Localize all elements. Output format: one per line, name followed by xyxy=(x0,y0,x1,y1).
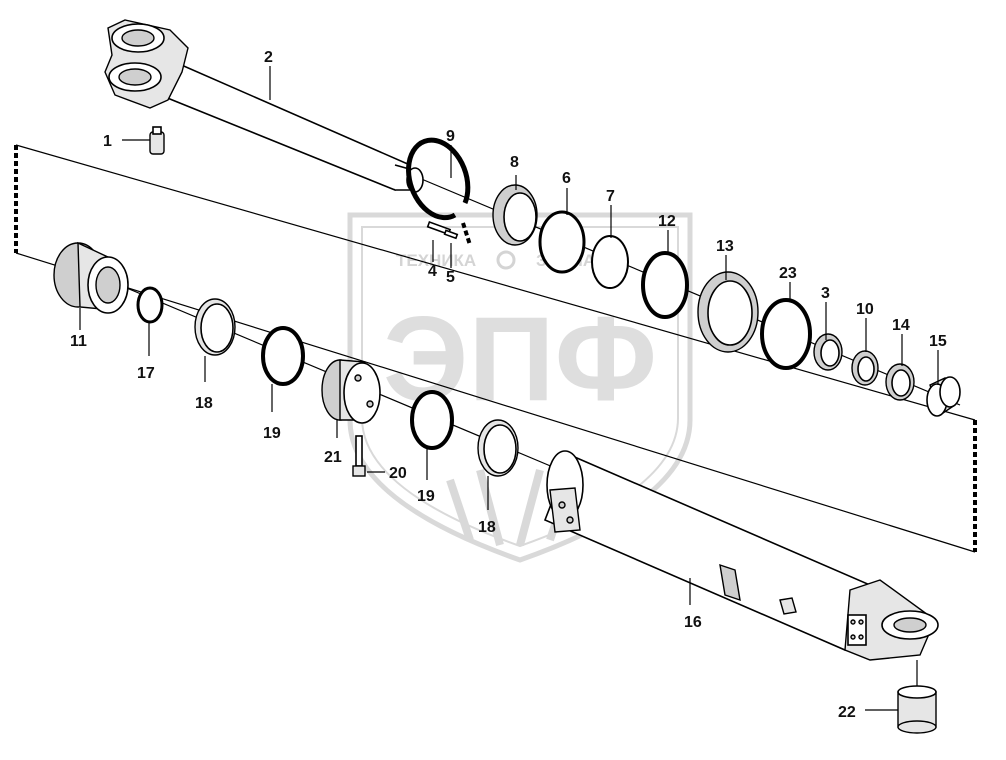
label-3: 3 xyxy=(821,285,830,302)
piston-rod xyxy=(104,19,424,193)
label-23: 23 xyxy=(779,265,797,282)
piston-21 xyxy=(321,359,381,424)
label-11: 11 xyxy=(70,333,87,350)
label-18-left: 18 xyxy=(195,395,213,412)
cylinder-tube xyxy=(543,450,939,661)
label-5: 5 xyxy=(446,269,455,286)
label-8: 8 xyxy=(510,154,519,171)
label-17: 17 xyxy=(137,365,155,382)
watermark-text-left: ТЕХНИКА xyxy=(396,251,476,270)
label-9: 9 xyxy=(446,128,455,145)
label-4: 4 xyxy=(428,263,437,280)
leader-lines xyxy=(79,66,939,711)
ring-7 xyxy=(591,235,629,289)
label-1: 1 xyxy=(103,133,112,150)
label-19-left: 19 xyxy=(263,425,281,442)
label-12: 12 xyxy=(658,213,676,230)
label-21: 21 xyxy=(324,449,342,466)
label-22: 22 xyxy=(838,704,856,721)
gland-11 xyxy=(53,241,129,314)
ring-6 xyxy=(538,210,586,274)
gear-icon xyxy=(496,250,516,270)
label-13: 13 xyxy=(716,238,734,255)
ring-14 xyxy=(885,363,915,401)
ring-19-left xyxy=(261,326,305,386)
ring-12 xyxy=(641,251,689,319)
pins xyxy=(426,220,459,240)
label-7: 7 xyxy=(606,188,615,205)
label-2: 2 xyxy=(264,49,273,66)
wiper-13 xyxy=(697,271,759,353)
label-10: 10 xyxy=(856,301,874,318)
screw-20 xyxy=(352,435,366,477)
label-6: 6 xyxy=(562,170,571,187)
label-19-right: 19 xyxy=(417,488,435,505)
ring-19-right xyxy=(410,390,454,450)
snap-ring xyxy=(406,137,471,221)
ring-3 xyxy=(813,333,843,371)
ring-18-right xyxy=(477,419,519,477)
label-18-right: 18 xyxy=(478,519,496,536)
bushing-15 xyxy=(926,376,961,417)
label-14: 14 xyxy=(892,317,910,334)
label-15: 15 xyxy=(929,333,947,350)
grease-nipple xyxy=(149,126,165,155)
guide-nut xyxy=(492,184,538,246)
ring-18-left xyxy=(194,298,236,356)
label-16: 16 xyxy=(684,614,702,631)
bushing-22 xyxy=(897,685,937,734)
ring-23 xyxy=(760,298,812,370)
assembly-bracket xyxy=(14,144,977,553)
ring-10 xyxy=(851,350,879,386)
ring-17 xyxy=(136,286,164,324)
label-20: 20 xyxy=(389,465,407,482)
